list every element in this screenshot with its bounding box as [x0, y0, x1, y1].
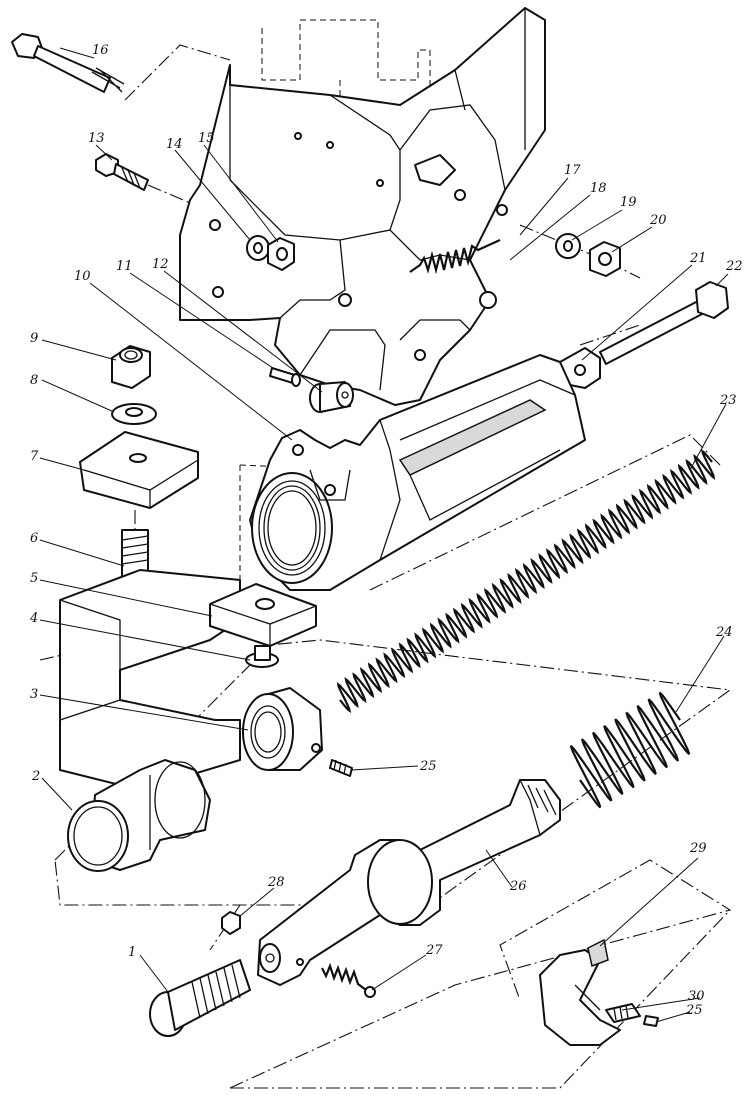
- callout-5: 5: [30, 571, 38, 586]
- callout-29: 29: [689, 841, 707, 856]
- part-26-shaft: [257, 779, 561, 986]
- callout-21: 21: [689, 251, 707, 266]
- callout-2: 2: [31, 769, 40, 784]
- callout-25-upper: 25: [419, 759, 437, 774]
- callout-20: 20: [649, 213, 667, 228]
- callout-30: 30: [688, 989, 705, 1004]
- part-8-washer: [111, 403, 157, 425]
- callout-10: 10: [74, 269, 91, 284]
- part-20-nut: [589, 241, 621, 277]
- part-23-long-spring: [336, 448, 716, 714]
- callout-labels: 16 13 14 15 17 18 19 20 21 22 10 11 12 9…: [29, 43, 743, 1018]
- callout-12: 12: [152, 257, 169, 272]
- callout-26: 26: [509, 879, 527, 894]
- main-bracket-casting: [179, 7, 546, 406]
- part-5-square-nut: [209, 583, 317, 647]
- part-29-split-collar: [539, 938, 621, 1046]
- part-9-nut: [111, 345, 151, 389]
- callout-19: 19: [620, 195, 637, 210]
- callout-28: 28: [267, 875, 285, 890]
- part-28-small-nut: [221, 911, 241, 935]
- part-7-clamp-block: [79, 431, 199, 509]
- callout-24: 24: [715, 625, 733, 640]
- callout-18: 18: [590, 181, 607, 196]
- part-2-sleeve: [67, 759, 211, 872]
- callout-27: 27: [425, 943, 443, 958]
- part-30-clamp-screw: [605, 1003, 641, 1023]
- part-27-small-spring-screw: [321, 962, 376, 998]
- part-19-washer: [555, 233, 581, 259]
- callout-13: 13: [88, 131, 105, 146]
- part-24-large-spring: [569, 691, 691, 809]
- part-4-bolt-head: [245, 645, 279, 668]
- callout-1: 1: [128, 945, 136, 960]
- part-22-pin-bolt: [599, 281, 729, 365]
- callout-17: 17: [564, 163, 581, 178]
- callout-23: 23: [719, 393, 737, 408]
- callout-11: 11: [116, 259, 133, 274]
- part-16-long-bolt: [11, 33, 125, 93]
- callout-9: 9: [30, 331, 38, 346]
- callout-15: 15: [198, 131, 215, 146]
- part-14-washer: [246, 235, 270, 261]
- part-3-threaded-ring: [242, 687, 323, 771]
- part-11-bushing: [309, 381, 354, 413]
- callout-4: 4: [29, 611, 38, 626]
- part-15-nut: [267, 237, 295, 271]
- part-13-short-bolt: [95, 153, 149, 191]
- part-10-cylinder-housing: [249, 354, 586, 591]
- callout-6: 6: [30, 531, 38, 546]
- part-12-small-pin: [269, 367, 301, 387]
- callout-25-lower: 25: [685, 1003, 703, 1018]
- callout-7: 7: [30, 449, 39, 464]
- callout-8: 8: [30, 373, 38, 388]
- part-25-set-screw-lower: [643, 1015, 659, 1027]
- callout-14: 14: [166, 137, 183, 152]
- callout-16: 16: [92, 43, 109, 58]
- leader-lines: [39, 47, 729, 1023]
- part-25-set-screw-upper: [329, 759, 353, 777]
- callout-22: 22: [725, 259, 743, 274]
- callout-3: 3: [30, 687, 38, 702]
- part-1-bolt: [149, 959, 251, 1037]
